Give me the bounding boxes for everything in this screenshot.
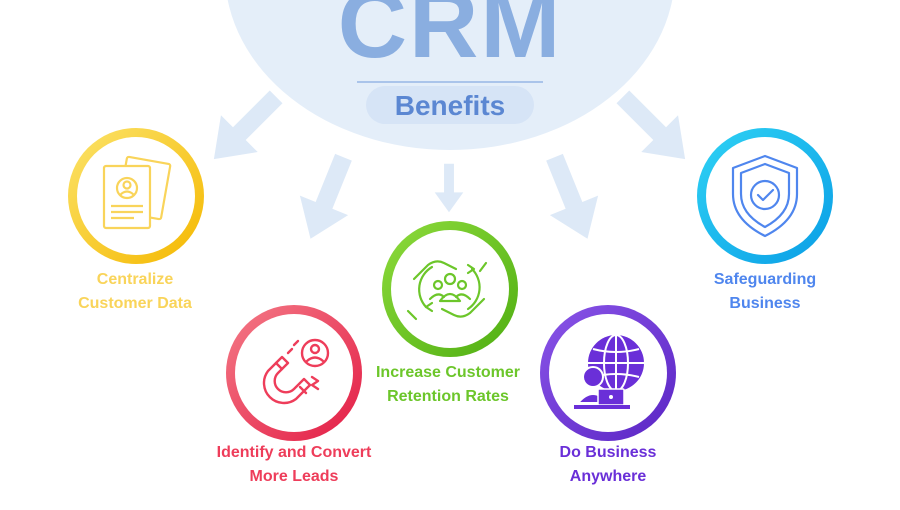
shield-check-icon xyxy=(731,154,799,238)
arrow-to-centralize xyxy=(195,78,295,178)
benefit-node-leads xyxy=(226,305,362,441)
benefit-node-anywhere xyxy=(540,305,676,441)
benefit-label-safeguarding: Safeguarding Business xyxy=(713,271,817,312)
globe-laptop-user-icon xyxy=(574,334,644,409)
arrow-to-safeguarding xyxy=(604,78,704,178)
benefit-label-retention: Increase Customer Retention Rates xyxy=(375,364,521,405)
benefit-node-safeguarding xyxy=(697,128,833,264)
benefit-node-retention xyxy=(382,221,518,357)
customer-profile-document-icon xyxy=(102,155,172,230)
hub-subtitle: Benefits xyxy=(394,90,506,121)
arrow-to-anywhere xyxy=(530,147,612,249)
benefit-node-centralize xyxy=(68,128,204,264)
benefit-label-anywhere: Do Business Anywhere xyxy=(559,444,657,485)
hub-subtitle-pill xyxy=(366,86,534,124)
benefit-label-centralize: Centralize Customer Data xyxy=(78,271,192,312)
lead-magnet-icon xyxy=(262,338,330,405)
customer-retention-hands-icon xyxy=(406,260,488,321)
hub-title: CRM xyxy=(337,0,563,78)
hub-divider xyxy=(357,81,543,83)
arrow-to-retention xyxy=(434,163,464,213)
benefit-label-leads: Identify and Convert More Leads xyxy=(216,444,372,485)
arrow-to-leads xyxy=(286,147,368,249)
